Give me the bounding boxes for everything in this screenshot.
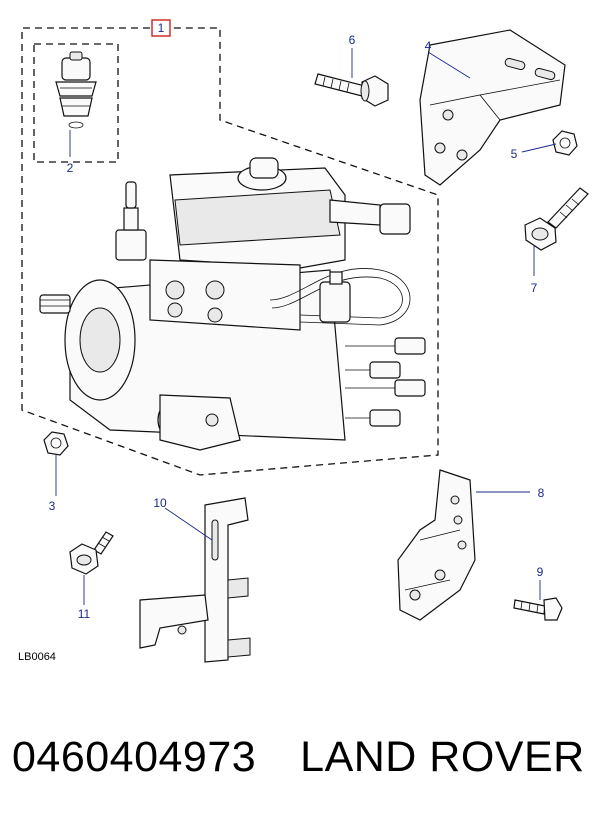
part-8-plate-bracket <box>397 469 476 621</box>
callout-9: 9 <box>537 565 544 579</box>
part-9-bolt <box>513 597 563 621</box>
callout-2: 2 <box>67 161 74 175</box>
assembly-boundary-2 <box>33 43 119 163</box>
part-5-nut <box>552 130 578 156</box>
callout-10: 10 <box>153 496 167 510</box>
part-1-injection-pump <box>39 157 426 451</box>
part-2-inlet-valve <box>55 51 97 129</box>
callout-11: 11 <box>78 607 91 621</box>
exploded-parts-diagram: 1 2 3 4 5 6 7 8 9 10 11 LB0064 <box>18 19 589 663</box>
brand-name: LAND ROVER <box>300 732 585 781</box>
svg-text:1: 1 <box>158 21 165 35</box>
callout-5: 5 <box>511 147 518 161</box>
part-10-support-bracket <box>139 497 251 663</box>
assembly-boundary-1 <box>21 27 439 476</box>
part-6-bolt <box>314 73 389 107</box>
callout-4: 4 <box>425 39 432 53</box>
callout-3: 3 <box>49 499 56 513</box>
caption-bar: 0460404973 LAND ROVER <box>12 722 592 792</box>
callout-6: 6 <box>349 33 356 47</box>
callout-1: 1 <box>151 19 171 37</box>
part-number: 0460404973 <box>12 732 257 781</box>
part-4-bracket <box>419 29 566 186</box>
pump-outlet-connectors <box>345 337 426 427</box>
part-11-bolt <box>69 531 114 575</box>
callout-8: 8 <box>538 486 545 500</box>
leader-lines <box>55 48 557 605</box>
part-3-nut <box>43 431 69 456</box>
part-7-bolt <box>524 187 589 251</box>
drawing-code: LB0064 <box>18 651 56 663</box>
callout-7: 7 <box>531 281 538 295</box>
